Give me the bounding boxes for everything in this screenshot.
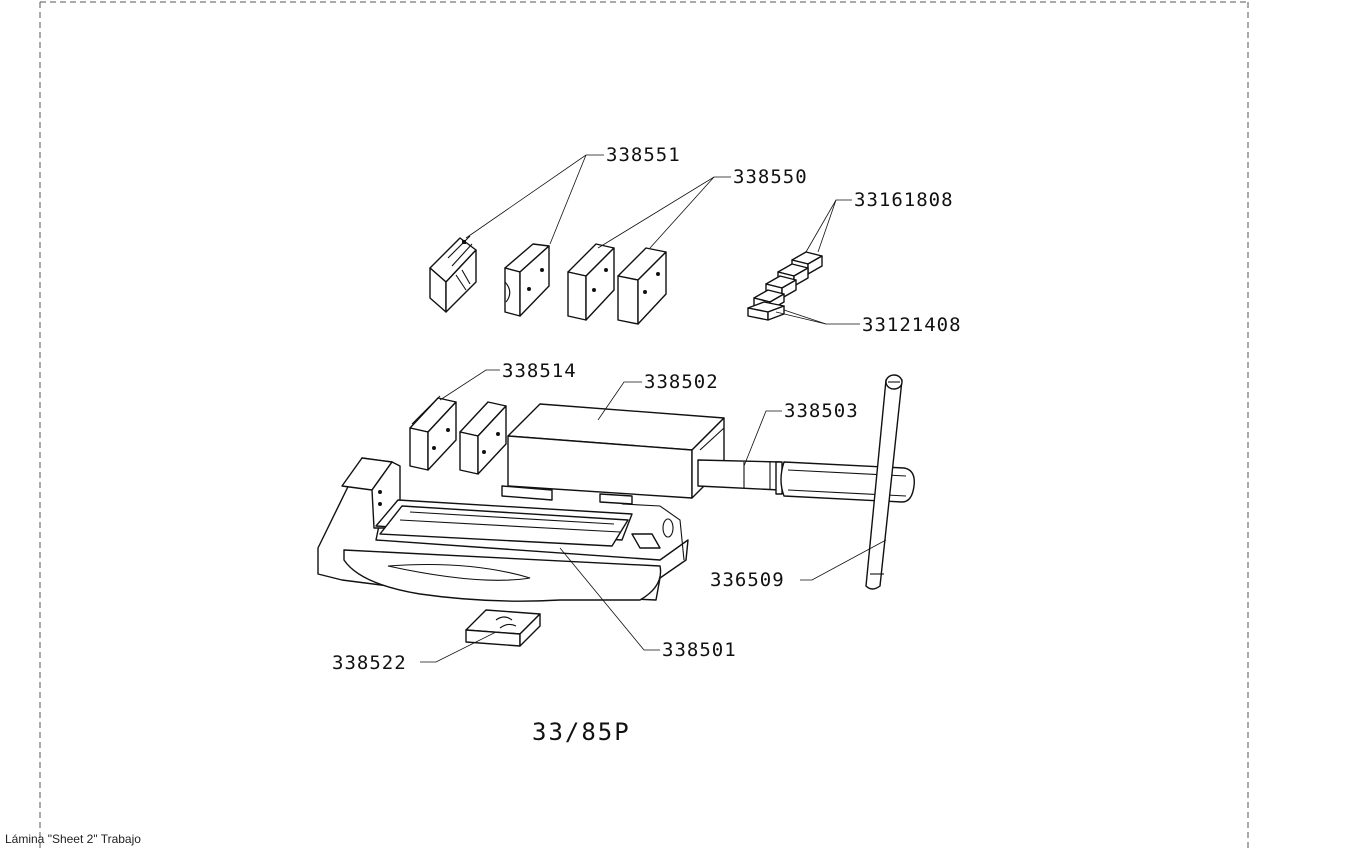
part-338514-plate-a [409,395,457,471]
label-338514: 338514 [502,360,577,382]
label-338522: 338522 [332,652,407,674]
label-338551: 338551 [606,144,681,166]
label-338502: 338502 [644,371,719,393]
part-338550-jaw-b [617,247,667,325]
part-336509-handle [865,374,903,590]
part-338514-plate-b [459,401,507,475]
label-33121408: 33121408 [862,314,962,336]
label-33161808: 33161808 [854,189,954,211]
part-338551-jaw-a [429,235,477,313]
part-338551-jaw-b [504,243,550,317]
label-338503: 338503 [784,400,859,422]
small-blocks-group [747,251,823,321]
part-338550-jaw-a [567,243,615,321]
part-338502-movable-jaw [501,403,725,505]
part-338501-vise-body [317,457,689,602]
sheet-border [39,1,1249,851]
sheet-footer: Lámina "Sheet 2" Trabajo [5,832,141,846]
leader-lines [420,154,887,663]
label-336509: 336509 [710,569,785,591]
part-338522-clamp-plate [465,609,541,647]
label-338501: 338501 [662,639,737,661]
model-title: 33/85P [532,718,631,746]
label-338550: 338550 [733,166,808,188]
